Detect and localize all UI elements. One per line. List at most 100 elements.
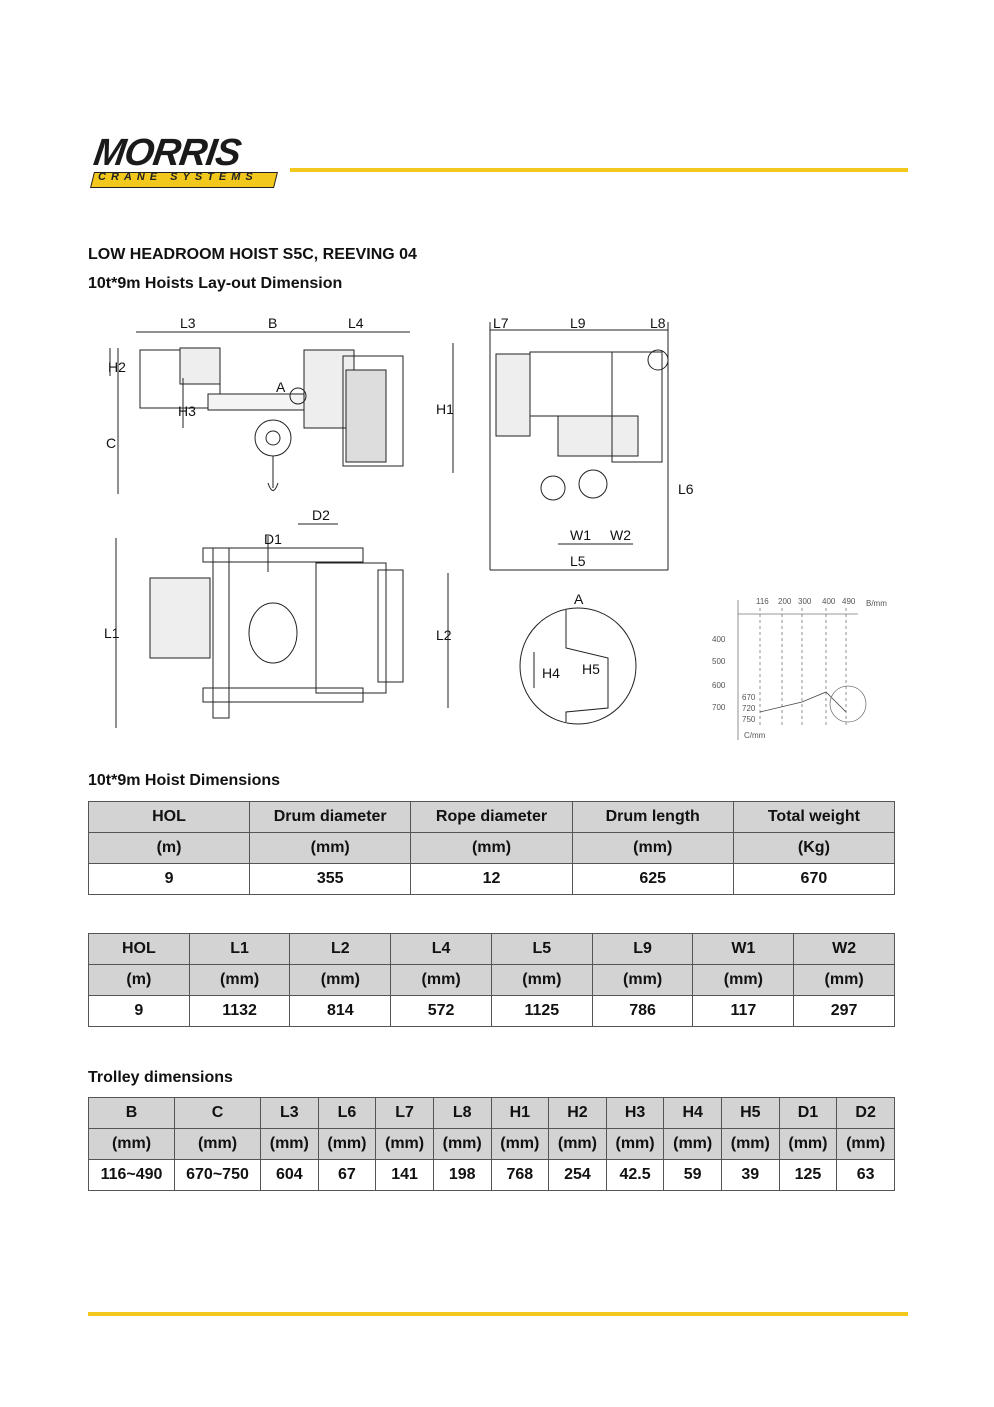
t2-unit: (mm) (289, 964, 392, 996)
label-L8: L8 (650, 315, 666, 331)
t2-unit: (mm) (390, 964, 492, 996)
t3-value: 67 (317, 1159, 377, 1191)
t3-value: 254 (548, 1159, 607, 1191)
t2-value: 786 (591, 995, 694, 1027)
page-title: LOW HEADROOM HOIST S5C, REEVING 04 (88, 246, 417, 263)
t3-value: 604 (260, 1159, 319, 1191)
t2-unit: (mm) (793, 964, 895, 996)
t1-unit: (mm) (249, 832, 412, 864)
t3-unit: (mm) (490, 1128, 550, 1160)
t3-unit: (mm) (778, 1128, 838, 1160)
t3-unit: (mm) (548, 1128, 607, 1160)
t3-header: H3 (605, 1097, 665, 1129)
logo-word: MORRIS (91, 132, 244, 174)
chart-b-tick-2: 300 (798, 597, 812, 606)
logo-tagline: CRANE SYSTEMS (98, 171, 258, 183)
t2-header: L5 (490, 933, 593, 965)
table3-title: Trolley dimensions (88, 1069, 233, 1086)
label-L9: L9 (570, 315, 586, 331)
label-L5: L5 (570, 553, 586, 569)
t3-value: 125 (778, 1159, 838, 1191)
chart-c-value-2: 750 (742, 715, 756, 724)
t3-unit: (mm) (663, 1128, 722, 1160)
t1-value: 670 (732, 863, 896, 895)
t3-header: L8 (432, 1097, 492, 1129)
detail-a (519, 607, 637, 725)
layout-subtitle: 10t*9m Hoists Lay-out Dimension (88, 275, 343, 292)
t1-unit: (mm) (410, 832, 573, 864)
chart-c-value-1: 720 (742, 704, 756, 713)
table1-title: 10t*9m Hoist Dimensions (88, 772, 281, 789)
t3-header: D1 (778, 1097, 838, 1129)
chart-b-tick-1: 200 (778, 597, 792, 606)
label-D2: D2 (312, 507, 330, 523)
chart-c-tick-3: 700 (712, 703, 726, 712)
label-H3: H3 (178, 403, 196, 419)
t2-unit: (mm) (188, 964, 291, 996)
side-view (109, 331, 454, 494)
t2-header: L4 (390, 933, 492, 965)
t1-unit: (Kg) (732, 832, 896, 864)
t3-header: L6 (317, 1097, 377, 1129)
label-H5: H5 (582, 661, 600, 677)
chart-c-value-0: 670 (742, 693, 756, 702)
t2-header: L2 (289, 933, 392, 965)
t3-unit: (mm) (721, 1128, 780, 1160)
label-L4: L4 (348, 315, 364, 331)
t3-value: 198 (432, 1159, 492, 1191)
t3-unit: (mm) (836, 1128, 895, 1160)
t1-header-total-weight: Total weight (732, 801, 896, 833)
chart-c-tick-2: 600 (712, 681, 726, 690)
t1-unit: (mm) (571, 832, 734, 864)
t1-header-drum-diameter: Drum diameter (249, 801, 412, 833)
t1-header-rope-diameter: Rope diameter (410, 801, 573, 833)
chart-c-tick-1: 500 (712, 657, 726, 666)
t3-header: D2 (836, 1097, 895, 1129)
t1-header-drum-length: Drum length (571, 801, 734, 833)
bc-chart (737, 600, 867, 740)
t3-header: H1 (490, 1097, 550, 1129)
t3-unit: (mm) (375, 1128, 434, 1160)
label-B: B (268, 315, 277, 331)
t2-unit: (mm) (692, 964, 795, 996)
t1-value: 355 (249, 863, 412, 895)
label-detail-A: A (574, 591, 584, 607)
t2-value: 297 (793, 995, 895, 1027)
chart-c-tick-0: 400 (712, 635, 726, 644)
t3-unit: (mm) (605, 1128, 665, 1160)
label-D1: D1 (264, 531, 282, 547)
t3-value: 59 (663, 1159, 722, 1191)
t3-unit: (mm) (174, 1128, 261, 1160)
layout-drawing: L3 B L4 A C H2 H3 H1 D1 D2 L1 L2 (88, 308, 908, 748)
t2-header: L1 (188, 933, 291, 965)
t2-value: 572 (390, 995, 492, 1027)
label-C: C (106, 435, 116, 451)
header-rule (290, 168, 908, 172)
t1-unit: (m) (87, 832, 251, 864)
t2-unit: (mm) (490, 964, 593, 996)
t2-value: 117 (692, 995, 795, 1027)
label-L1: L1 (104, 625, 120, 641)
t3-header: C (174, 1097, 261, 1129)
chart-b-label: B/mm (866, 599, 887, 608)
top-view (115, 523, 449, 728)
t3-value: 39 (721, 1159, 780, 1191)
t3-unit: (mm) (88, 1128, 175, 1160)
t3-value: 670~750 (174, 1159, 261, 1191)
t3-header: L7 (375, 1097, 434, 1129)
t3-value: 42.5 (605, 1159, 665, 1191)
t3-value: 116~490 (88, 1159, 175, 1191)
t2-value: 814 (289, 995, 392, 1027)
t1-value: 9 (87, 863, 251, 895)
label-W1: W1 (570, 527, 591, 543)
label-L7: L7 (493, 315, 509, 331)
label-H1: H1 (436, 401, 454, 417)
t3-value: 141 (375, 1159, 434, 1191)
t1-value: 625 (571, 863, 734, 895)
chart-b-tick-0: 116 (756, 597, 769, 606)
t3-header: H2 (548, 1097, 607, 1129)
t3-value: 63 (836, 1159, 895, 1191)
label-H4: H4 (542, 665, 560, 681)
chart-b-tick-3: 400 (822, 597, 836, 606)
t2-header: HOL (88, 933, 190, 965)
